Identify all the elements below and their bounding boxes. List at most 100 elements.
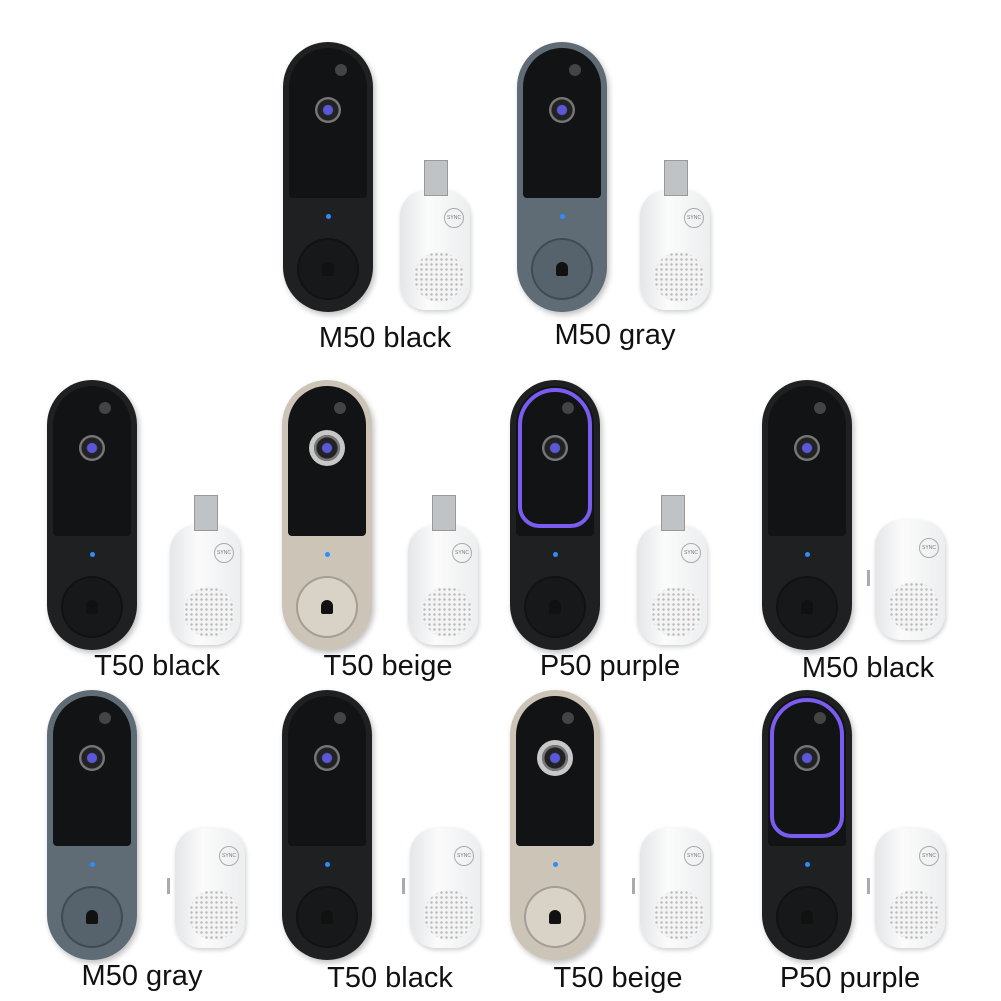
camera-face [289, 48, 367, 198]
doorbell [282, 690, 372, 960]
product-label: M50 gray [554, 319, 676, 351]
speaker-grille [651, 587, 701, 637]
sync-button: SYNC [919, 538, 939, 558]
bell-icon [86, 910, 98, 924]
chime-receiver: SYNC [402, 828, 480, 948]
sync-button: SYNC [444, 208, 464, 228]
purple-light-ring [518, 388, 592, 528]
status-led-icon [805, 862, 810, 867]
camera-lens-icon [314, 435, 340, 461]
sync-button: SYNC [452, 543, 472, 563]
chime-receiver: SYNC [632, 828, 710, 948]
wall-plug-icon [867, 570, 880, 586]
doorbell-button [776, 576, 838, 638]
product-label: T50 beige [323, 650, 453, 682]
sync-button-text: SYNC [687, 214, 701, 221]
chime-receiver: SYNC [637, 495, 707, 645]
speaker-grille [189, 890, 239, 940]
usb-plug-icon [661, 495, 685, 531]
chime-receiver: SYNC [867, 828, 945, 948]
sync-button-text: SYNC [457, 852, 471, 859]
status-led-icon [553, 862, 558, 867]
camera-lens-icon [542, 435, 568, 461]
doorbell-button [296, 576, 358, 638]
wall-plug-icon [402, 878, 415, 894]
bell-icon [321, 600, 333, 614]
product-label: P50 purple [539, 650, 681, 682]
doorbell-button [524, 886, 586, 948]
doorbell [762, 690, 852, 960]
camera-face [516, 696, 594, 846]
sync-button: SYNC [214, 543, 234, 563]
camera-face [768, 386, 846, 536]
camera-lens-icon [794, 435, 820, 461]
chime-receiver: SYNC [640, 160, 710, 310]
sync-button-text: SYNC [222, 852, 236, 859]
camera-face [53, 386, 131, 536]
usb-plug-icon [432, 495, 456, 531]
ir-sensor-icon [335, 64, 348, 76]
camera-lens-icon [549, 97, 575, 123]
doorbell-button [531, 238, 593, 300]
bell-icon [801, 600, 813, 614]
camera-lens-icon [542, 745, 568, 771]
ir-sensor-icon [99, 402, 112, 414]
product-label: M50 black [318, 322, 452, 354]
product-label: M50 black [801, 652, 935, 684]
sync-button: SYNC [684, 208, 704, 228]
status-led-icon [325, 862, 330, 867]
doorbell-button [296, 886, 358, 948]
speaker-grille [422, 587, 472, 637]
doorbell-button [297, 238, 359, 300]
ir-sensor-icon [814, 712, 827, 724]
speaker-grille [184, 587, 234, 637]
sync-button-text: SYNC [455, 549, 469, 556]
doorbell-button [776, 886, 838, 948]
status-led-icon [553, 552, 558, 557]
doorbell-button [524, 576, 586, 638]
status-led-icon [560, 214, 565, 219]
wall-plug-icon [632, 878, 645, 894]
bell-icon [549, 600, 561, 614]
purple-light-ring [770, 698, 844, 838]
wall-plug-icon [167, 878, 180, 894]
usb-plug-icon [424, 160, 448, 196]
doorbell-button [61, 886, 123, 948]
camera-face [53, 696, 131, 846]
sync-button-text: SYNC [922, 852, 936, 859]
bell-icon [549, 910, 561, 924]
ir-sensor-icon [562, 402, 575, 414]
bell-icon [556, 262, 568, 276]
sync-button: SYNC [454, 846, 474, 866]
doorbell [510, 380, 600, 650]
camera-lens-icon [79, 745, 105, 771]
speaker-grille [414, 252, 464, 302]
ir-sensor-icon [814, 402, 827, 414]
ir-sensor-icon [99, 712, 112, 724]
ir-sensor-icon [569, 64, 582, 76]
status-led-icon [90, 862, 95, 867]
chime-receiver: SYNC [867, 520, 945, 640]
doorbell [47, 380, 137, 650]
sync-button: SYNC [919, 846, 939, 866]
bell-icon [321, 910, 333, 924]
status-led-icon [805, 552, 810, 557]
doorbell [762, 380, 852, 650]
ir-sensor-icon [334, 712, 347, 724]
camera-lens-icon [79, 435, 105, 461]
speaker-grille [654, 890, 704, 940]
usb-plug-icon [194, 495, 218, 531]
sync-button-text: SYNC [217, 549, 231, 556]
chime-receiver: SYNC [170, 495, 240, 645]
sync-button: SYNC [681, 543, 701, 563]
camera-face [523, 48, 601, 198]
bell-icon [86, 600, 98, 614]
status-led-icon [326, 214, 331, 219]
ir-sensor-icon [334, 402, 347, 414]
ir-sensor-icon [562, 712, 575, 724]
speaker-grille [889, 582, 939, 632]
doorbell [510, 690, 600, 960]
wall-plug-icon [867, 878, 880, 894]
status-led-icon [90, 552, 95, 557]
sync-button-text: SYNC [922, 544, 936, 551]
